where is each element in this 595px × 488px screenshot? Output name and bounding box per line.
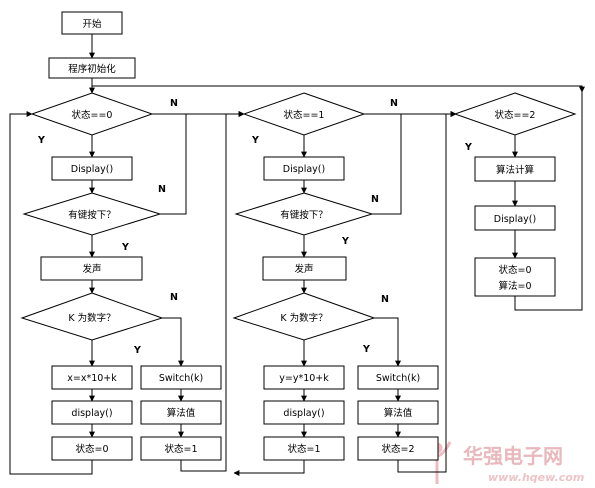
set-state2-label: 状态=2	[381, 443, 414, 455]
yes-label: Y	[37, 135, 45, 146]
state0-label: 状态==0	[72, 109, 113, 121]
yes-label: Y	[464, 142, 472, 153]
start-label: 开始	[82, 18, 102, 30]
sound-label-a: 发声	[82, 263, 101, 275]
k-digit-label-a: K 为数字？	[68, 312, 115, 324]
init-node: 程序初始化	[48, 57, 136, 79]
key-pressed-decision-b: 有键按下？	[234, 192, 374, 236]
alg-value-node-a: 算法值	[140, 400, 222, 425]
alg-calc-label: 算法计算	[496, 164, 534, 176]
no-label: N	[371, 194, 379, 205]
no-label: N	[390, 98, 398, 109]
switch-node-a: Switch(k)	[140, 365, 222, 390]
yes-label: Y	[362, 344, 370, 355]
x-calc-node: x=x*10+k	[51, 365, 133, 390]
key-pressed-decision-a: 有键按下？	[22, 192, 162, 236]
state0-decision: 状态==0	[30, 92, 154, 136]
branch-labels: Y N N Y N Y Y N N Y N Y Y	[37, 98, 472, 356]
alg-calc-node: 算法计算	[474, 156, 556, 182]
display-small-node-a: display()	[51, 400, 133, 425]
watermark-brand: 华强电子网	[463, 444, 563, 468]
set-state2-node: 状态=2	[357, 436, 439, 461]
yes-label: Y	[133, 345, 141, 356]
y-calc-label: y=y*10+k	[279, 373, 329, 384]
display-label-c: Display()	[494, 214, 536, 225]
display-small-label-b: display()	[283, 408, 324, 419]
no-label: N	[158, 184, 166, 195]
reset-label-line1: 状态=0	[498, 264, 531, 276]
alg-value-label-b: 算法值	[384, 407, 413, 419]
no-label: N	[381, 294, 389, 305]
set-state0-label: 状态=0	[75, 443, 108, 455]
alg-value-label-a: 算法值	[167, 407, 196, 419]
state1-label: 状态==1	[284, 109, 325, 121]
yes-label: Y	[251, 135, 259, 146]
yes-label: Y	[341, 236, 349, 247]
display-label-b: Display()	[283, 164, 325, 175]
no-label: N	[170, 292, 178, 303]
init-label: 程序初始化	[68, 63, 116, 75]
key-pressed-label-a: 有键按下？	[68, 209, 116, 221]
set-state1-node-b: 状态=1	[263, 436, 345, 461]
no-label: N	[170, 98, 178, 109]
display-small-label-a: display()	[71, 408, 112, 419]
connectors	[9, 34, 585, 476]
reset-node: 状态=0 算法=0	[474, 257, 556, 297]
sound-label-b: 发声	[294, 263, 313, 275]
k-digit-label-b: K 为数字？	[280, 312, 327, 324]
yes-label: Y	[121, 242, 129, 253]
watermark-url: www.hqew.com	[488, 471, 584, 484]
k-digit-decision-b: K 为数字？	[232, 292, 376, 341]
set-state1-node-a: 状态=1	[140, 436, 222, 461]
state1-decision: 状态==1	[242, 92, 366, 136]
set-state0-node: 状态=0	[51, 436, 133, 461]
switch-label-a: Switch(k)	[159, 373, 203, 384]
sound-node-a: 发声	[40, 256, 143, 281]
start-node: 开始	[61, 11, 123, 35]
display-label-a: Display()	[71, 164, 113, 175]
reset-label-line2: 算法=0	[498, 280, 531, 292]
display-node-c: Display()	[474, 205, 556, 231]
watermark: 华强电子网 www.hqew.com	[422, 441, 584, 484]
state2-label: 状态==2	[495, 109, 536, 121]
y-calc-node: y=y*10+k	[263, 365, 345, 390]
display-node-b: Display()	[263, 156, 345, 181]
k-digit-decision-a: K 为数字？	[20, 292, 164, 341]
switch-label-b: Switch(k)	[376, 373, 420, 384]
set-state1-label-b: 状态=1	[287, 443, 320, 455]
sound-node-b: 发声	[262, 256, 347, 281]
alg-value-node-b: 算法值	[357, 400, 439, 425]
key-pressed-label-b: 有键按下？	[280, 209, 328, 221]
x-calc-label: x=x*10+k	[67, 373, 117, 384]
switch-node-b: Switch(k)	[357, 365, 439, 390]
display-node-a: Display()	[51, 156, 133, 181]
set-state1-label-a: 状态=1	[164, 443, 197, 455]
display-small-node-b: display()	[263, 400, 345, 425]
state2-decision: 状态==2	[453, 92, 577, 136]
